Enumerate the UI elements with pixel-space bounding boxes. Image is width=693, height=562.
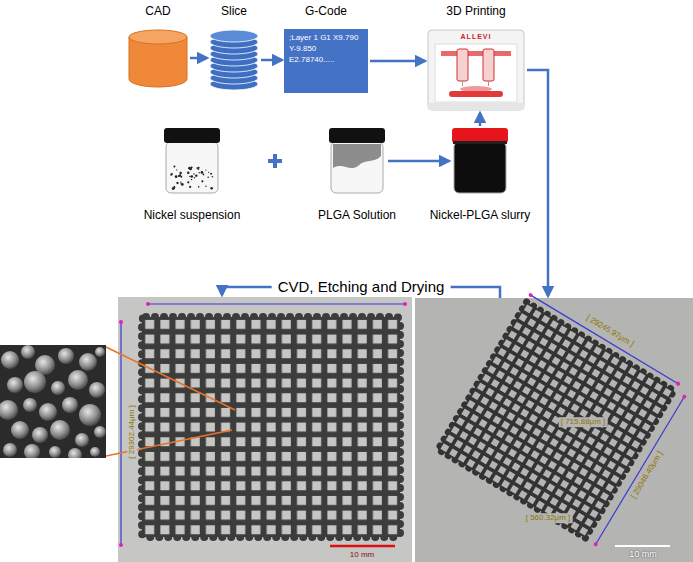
cad-cylinder-shape: [128, 29, 188, 87]
flow-arrow: [370, 60, 425, 63]
flow-arrow: [388, 160, 449, 163]
dimension-label: [ 29046.40μm ]: [628, 447, 666, 501]
flow-arrow: [527, 70, 548, 296]
slurry-jar-graphic: [451, 128, 509, 194]
label-holder: [ 29046.40μm ]: [628, 447, 666, 501]
material-label: PLGA Solution: [318, 208, 396, 223]
slurry-jar-shape: [451, 128, 509, 194]
printed-photo: [ 29245.97μm ] [ 715.88μm ] [ 29046.40μm ]…: [415, 298, 693, 562]
plga-jar-shape: [328, 128, 386, 194]
flow-arrow: [261, 59, 282, 62]
label-holder: [ 29245.97μm ]: [582, 312, 636, 350]
sem-inset: [0, 345, 235, 462]
flow-arrow: [190, 57, 207, 60]
dimension-label: [ 29302.44μm ]: [127, 403, 137, 461]
dimension-label: [ 29245.97μm ]: [582, 312, 636, 350]
nickel-jar: Nickel suspension: [144, 128, 241, 223]
label-holder: CVD, Etching and Drying: [272, 278, 451, 296]
printed-photo-image: [415, 292, 693, 562]
bioprinter-graphic: [427, 29, 525, 111]
plus-symbol: [268, 154, 282, 168]
process-label: CVD, Etching and Drying: [272, 278, 451, 296]
label-holder: [ 715.88μm ]: [559, 417, 608, 427]
bioprinter-shape: ALLEVI: [427, 29, 525, 111]
nickel-jar-shape: [163, 128, 221, 194]
plga-jar-graphic: [328, 128, 386, 194]
gcode-box: G-Code ;Layer 1 G1 X9.790 Y-9.850 E2.7874…: [284, 4, 368, 93]
scaffold-photo-image: [118, 297, 412, 562]
scale-label: 10 mm: [629, 549, 657, 560]
material-label: Nickel-PLGA slurry: [430, 208, 531, 223]
step-heading: Slice: [209, 4, 259, 19]
step-heading: CAD: [128, 4, 188, 19]
cad-cylinder-graphic: [128, 29, 188, 87]
step-heading: G-Code: [284, 4, 368, 19]
flow-arrow: [479, 113, 482, 126]
material-label: Nickel suspension: [144, 208, 241, 223]
slurry-jar: Nickel-PLGA slurry: [430, 128, 531, 223]
brand-label: ALLEVI: [427, 29, 525, 41]
cad-cylinder: CAD: [128, 4, 188, 87]
label-holder: [ 560.32μm ]: [524, 513, 573, 523]
bioprinter: 3D PrintingALLEVI: [427, 4, 525, 111]
scale-label: 10 mm: [350, 550, 374, 560]
dimension-label: [ 715.88μm ]: [559, 417, 608, 427]
scaffold-photo: [ 29302.44μm ] 10 mm: [118, 297, 412, 562]
nickel-jar-graphic: [163, 128, 221, 194]
label-holder: 10 mm: [350, 550, 374, 560]
gcode-panel: ;Layer 1 G1 X9.790 Y-9.850 E2.78740.....: [284, 29, 368, 93]
label-holder: [ 29302.44μm ]: [127, 403, 137, 461]
slice-stack-graphic: [209, 29, 259, 91]
step-heading: 3D Printing: [427, 4, 525, 19]
dimension-label: [ 560.32μm ]: [524, 513, 573, 523]
slice-stack: Slice: [209, 4, 259, 91]
slice-stack-shape: [209, 29, 259, 91]
label-holder: 10 mm: [629, 549, 657, 560]
gcode-text: ;Layer 1 G1 X9.790 Y-9.850 E2.78740.....: [289, 33, 363, 65]
plga-jar: PLGA Solution: [318, 128, 396, 223]
